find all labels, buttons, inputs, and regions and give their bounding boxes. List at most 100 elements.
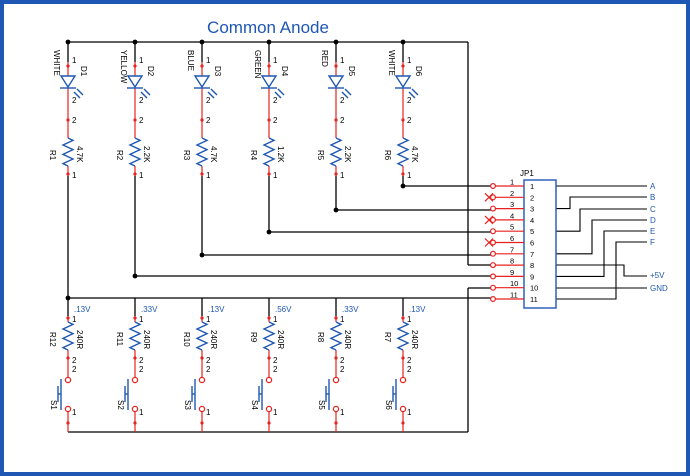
resistor-value-label: 240R [142,330,151,349]
led-arrow [341,91,349,99]
pin-number: 1 [206,315,211,324]
pin-number: 2 [72,116,77,125]
connector-pin-ring [490,250,497,257]
switch-contact [265,376,273,384]
resistor-zigzag [396,137,410,167]
resistor-ref-label: R2 [115,150,124,161]
led-arrow [207,91,215,99]
resistor-value-label: 4.7K [410,146,419,163]
pin-dot [401,118,405,122]
connector-pin-number-right: 1 [530,182,534,191]
resistor-ref-label: R4 [249,150,258,161]
switch-ref-label: S2 [116,400,125,410]
resistor-value-label: 4.7K [75,146,84,163]
pin-dot [200,172,204,176]
connector-pin-number-left: 4 [510,211,514,220]
no-connect-mark [484,215,494,225]
led-ref-label: D3 [213,66,222,77]
pin-number: 2 [340,96,345,105]
connector-pin-number-left: 11 [510,291,518,300]
led-triangle [193,75,211,89]
switch-ref-label: S1 [49,400,58,410]
resistor-value-label: 2.2K [142,146,151,163]
led-color-label: WHITE [387,50,396,76]
pin-dot [334,316,338,320]
pin-number: 2 [206,96,211,105]
pin-dot [133,118,137,122]
output-line [556,219,647,255]
pin-dot [401,356,405,360]
pin-dot [133,172,137,176]
pin-number: 1 [407,56,412,65]
connector-pin-number-left: 9 [510,268,514,277]
pin-number: 2 [139,96,144,105]
connector-pin-ring [490,296,497,303]
output-line [556,208,647,232]
connector-pin-ring [490,262,497,269]
connector-pin-number-right: 8 [530,261,534,270]
output-label: D [650,216,656,225]
connector-pin-number-right: 7 [530,250,534,259]
switch-contact [64,405,72,413]
pin-dot [267,356,271,360]
switch-ref-label: S5 [317,400,326,410]
resistor-value-label: 240R [343,330,352,349]
led-color-label: BLUE [186,50,195,71]
connector-pin-number-left: 10 [510,279,518,288]
switch-ref-label: S6 [384,400,393,410]
led-ref-label: D1 [79,66,88,77]
pin-dot [66,421,70,425]
voltage-label: .13V [74,305,91,314]
pin-number: 1 [273,315,278,324]
pin-number: 2 [273,356,278,365]
connector-pin-number-left: 6 [510,234,514,243]
resistor-zigzag [195,321,209,351]
voltage-label: .13V [208,305,225,314]
led-color-label: YELLOW [119,50,128,84]
connector-pin-number-right: 9 [530,272,534,281]
connector-pin-ring [490,284,497,291]
switch-contact [399,405,407,413]
connector-pin-ring [490,194,497,201]
led-color-label: RED [320,50,329,67]
output-label: E [650,227,655,236]
pin-dot [334,356,338,360]
pin-dot [133,316,137,320]
resistor-value-label: 4.7K [209,146,218,163]
pin-dot [334,421,338,425]
junction-dot [266,39,272,45]
pin-number: 2 [273,365,278,374]
pin-dot [200,421,204,425]
switch-contact [332,376,340,384]
connector-pin-number-left: 8 [510,257,514,266]
no-connect-mark [484,238,494,247]
pin-number: 2 [139,116,144,125]
connector-pin-number-left: 2 [510,189,514,198]
led-ref-label: D6 [414,66,423,77]
resistor-value-label: 240R [410,330,419,349]
pin-dot [267,118,271,122]
resistor-zigzag [329,321,343,351]
resistor-value-label: 2.2K [343,146,352,163]
resistor-ref-label: R7 [383,332,392,343]
junction-dot [266,229,272,235]
led-arrow [210,88,218,96]
pin-number: 1 [139,171,144,180]
pin-number: 2 [72,365,77,374]
output-label: B [650,193,655,202]
pin-number: 1 [340,408,345,417]
connector-pin-number-right: 5 [530,227,534,236]
pin-number: 1 [407,315,412,324]
no-connect-mark [484,192,494,202]
pin-dot [334,64,338,68]
pin-number: 1 [206,171,211,180]
junction-dot [400,183,406,189]
pin-number: 1 [72,56,77,65]
pin-number: 2 [407,365,412,374]
junction-dot [132,39,138,45]
